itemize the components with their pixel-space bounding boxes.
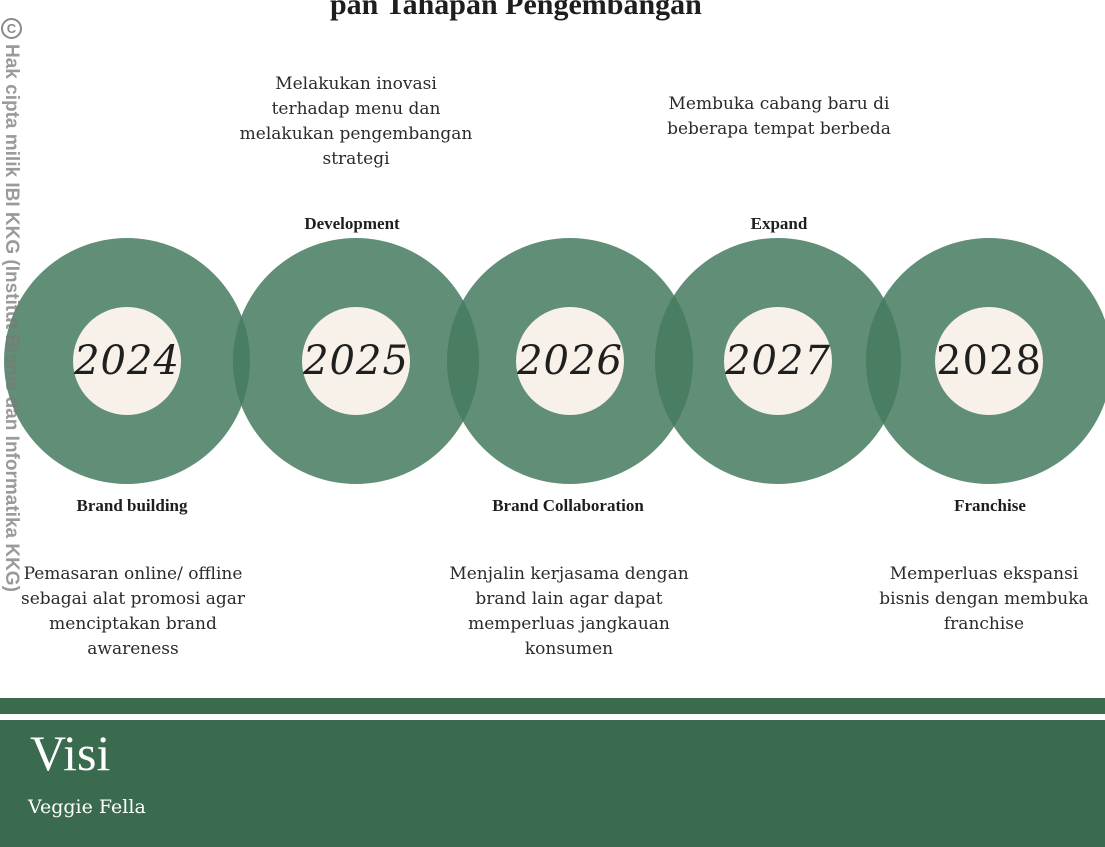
copyright-icon: C [1, 18, 22, 39]
milestone-ring-2024: 2024 [4, 238, 250, 484]
milestone-ring-2026: 2026 [447, 238, 693, 484]
year-label: 2025 [303, 338, 409, 384]
milestone-ring-2025: 2025 [233, 238, 479, 484]
milestone-ring-2028: 2028 [866, 238, 1105, 484]
year-hub: 2028 [935, 307, 1043, 415]
milestone-label-2027: Expand [750, 214, 808, 233]
year-hub: 2025 [302, 307, 410, 415]
footer-heading: Visi [30, 725, 111, 781]
milestone-label-2028: Franchise [954, 496, 1026, 515]
milestone-label-2025: Development [304, 214, 400, 233]
copyright-watermark: Hak cipta milik IBI KKG (Institut Bisnis… [1, 44, 22, 592]
divider-band [0, 698, 1105, 714]
milestone-desc-2027: Membuka cabang baru di beberapa tempat b… [667, 94, 891, 139]
milestone-desc-2028: Memperluas ekspansi bisnis dengan membuk… [879, 564, 1089, 634]
milestone-desc-2025: Melakukan inovasi terhadap menu dan mela… [239, 74, 473, 169]
milestone-label-2026: Brand Collaboration [492, 496, 644, 515]
year-label: 2026 [517, 338, 623, 384]
year-hub: 2024 [73, 307, 181, 415]
milestone-desc-2026: Menjalin kerjasama dengan brand lain aga… [449, 564, 689, 659]
milestone-label-2024: Brand building [76, 496, 188, 515]
footer-subheading: Veggie Fella [28, 796, 146, 818]
year-hub: 2027 [724, 307, 832, 415]
year-label: 2024 [74, 338, 180, 384]
milestone-ring-2027: 2027 [655, 238, 901, 484]
page-title: pan Tahapan Pengembangan [330, 0, 702, 21]
year-hub: 2026 [516, 307, 624, 415]
milestone-desc-2024: Pemasaran online/ offline sebagai alat p… [20, 564, 246, 659]
footer-band [0, 720, 1105, 847]
year-label: 2028 [936, 338, 1042, 384]
year-label: 2027 [725, 338, 831, 384]
